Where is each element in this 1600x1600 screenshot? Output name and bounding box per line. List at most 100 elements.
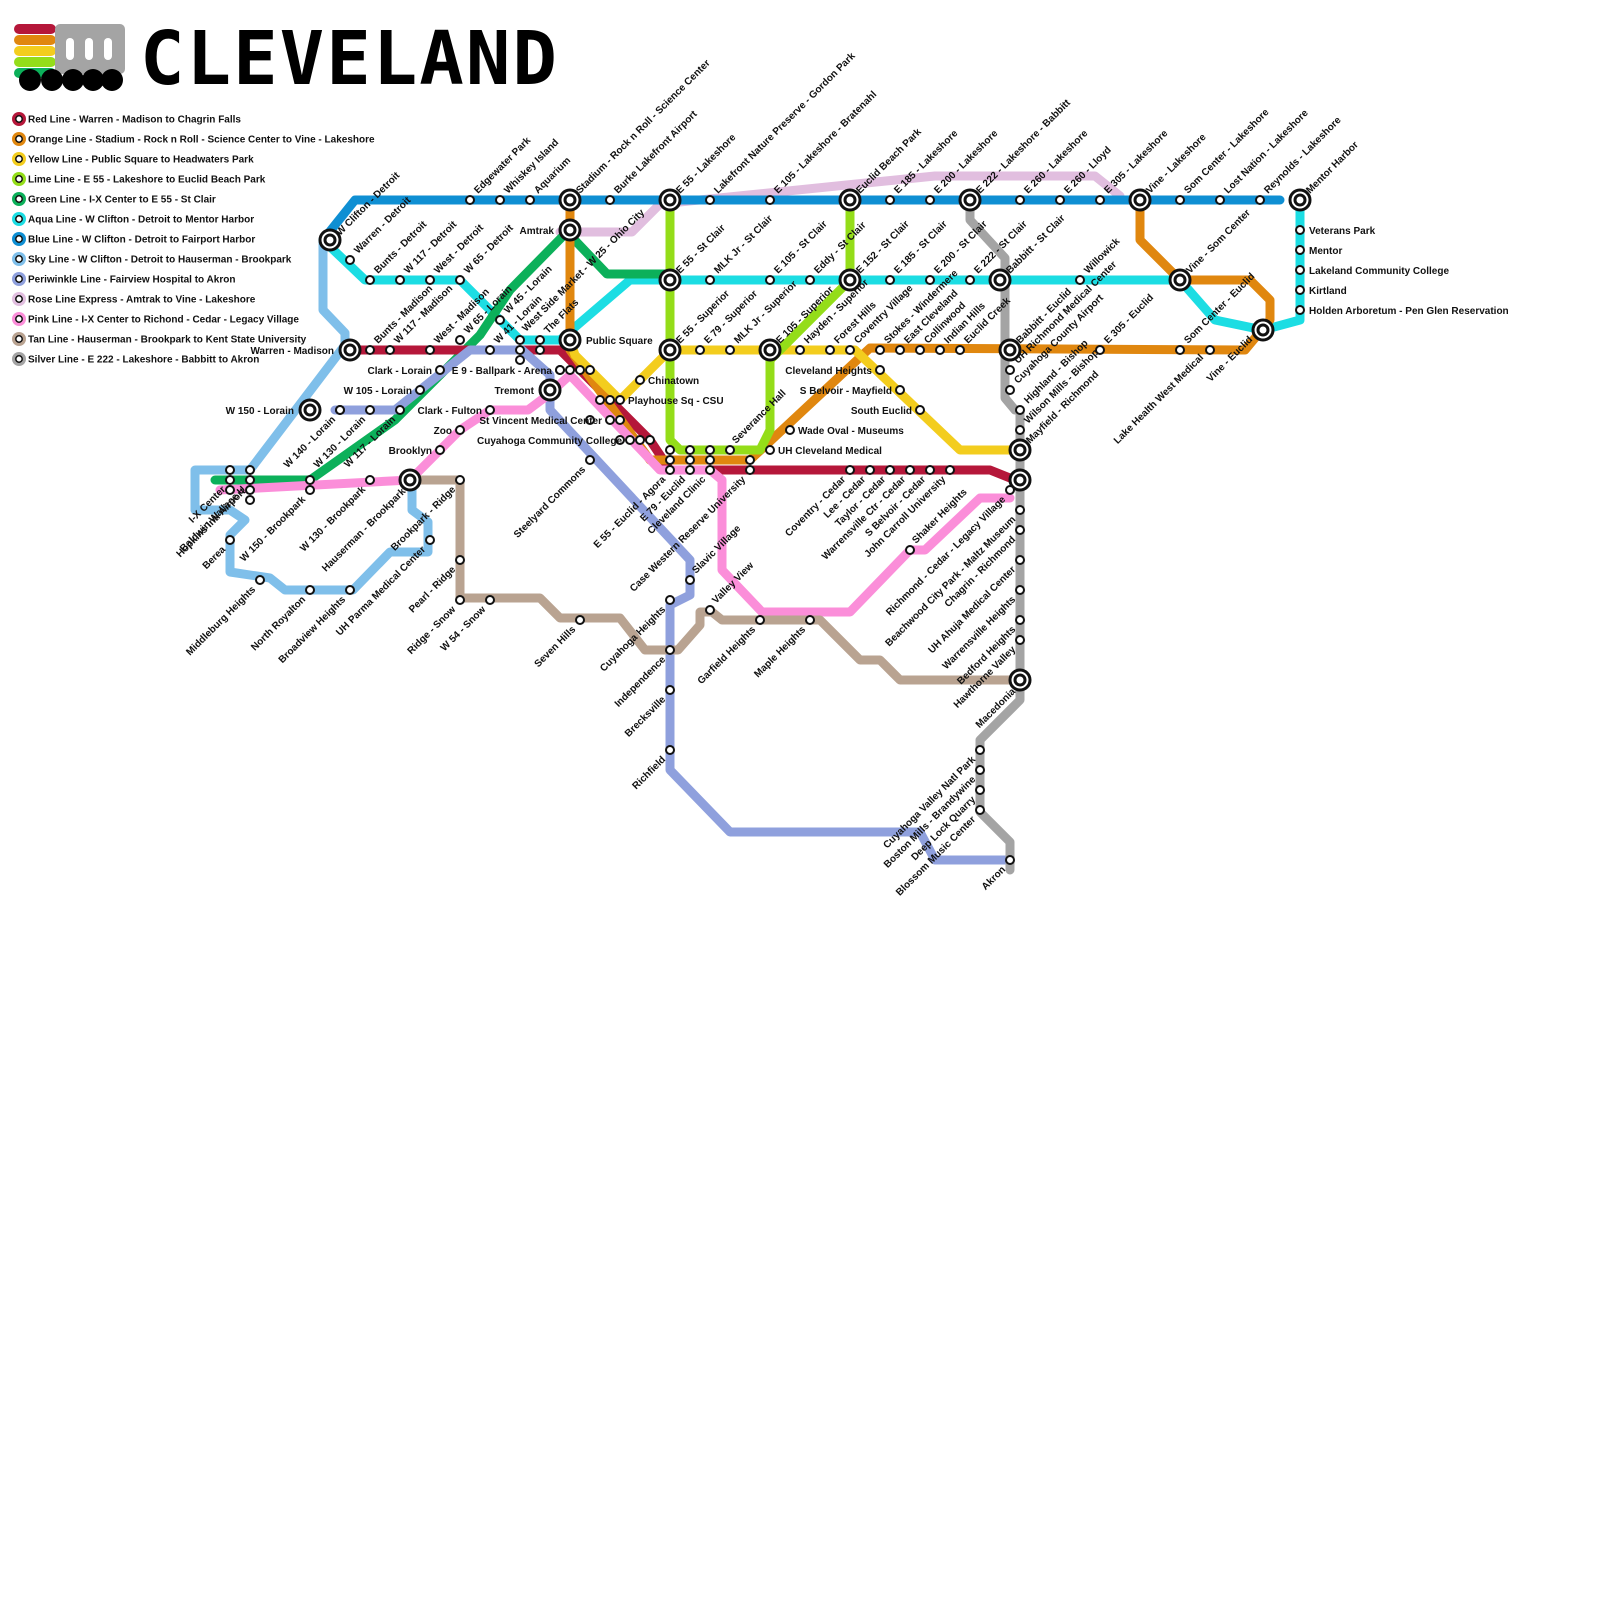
station-e-105-st-clair[interactable] [766, 276, 774, 284]
station-stop[interactable] [616, 416, 624, 424]
station-uh-richmond-medical-center[interactable] [1006, 366, 1014, 374]
station-clark-lorain[interactable] [436, 366, 444, 374]
station-indian-hills[interactable] [936, 346, 944, 354]
station-st-vincent-medical-center[interactable] [606, 416, 614, 424]
station-north-royalton[interactable] [306, 586, 314, 594]
station-zoo[interactable] [456, 426, 464, 434]
station-hub-mentor-harbor[interactable] [1290, 190, 1310, 210]
station-case-western-reserve-university[interactable] [746, 466, 754, 474]
station-clark-fulton[interactable] [486, 406, 494, 414]
station-hub-hauserman-brookpark[interactable] [400, 470, 420, 490]
station-warrensville-ctr-cedar[interactable] [906, 466, 914, 474]
station-aquarium[interactable] [526, 196, 534, 204]
station-w-117-madison[interactable] [386, 346, 394, 354]
station-s-belvoir-cedar[interactable] [926, 466, 934, 474]
station-lee-cedar[interactable] [866, 466, 874, 474]
station-mentor[interactable] [1296, 246, 1304, 254]
station-independence[interactable] [666, 646, 674, 654]
station-willowick[interactable] [1076, 276, 1084, 284]
station-stokes-windermere[interactable] [876, 346, 884, 354]
station-south-euclid[interactable] [916, 406, 924, 414]
station-edgewater-park[interactable] [466, 196, 474, 204]
station-stop[interactable] [536, 346, 544, 354]
station-e-305-lakeshore[interactable] [1096, 196, 1104, 204]
station-blossom-music-center[interactable] [976, 806, 984, 814]
station-hub-tremont[interactable] [540, 380, 560, 400]
station-coventry-village[interactable] [846, 346, 854, 354]
station-brooklyn[interactable] [436, 446, 444, 454]
station-som-center-euclid[interactable] [1176, 346, 1184, 354]
station-warrensville-heights[interactable] [1016, 586, 1024, 594]
station-hub-stadium-rock-n-roll-science-center[interactable] [560, 190, 580, 210]
station-w-130-brookpark[interactable] [366, 476, 374, 484]
station-eddy-st-clair[interactable] [806, 276, 814, 284]
station-boston-mills-brandywine[interactable] [976, 766, 984, 774]
station-stop[interactable] [516, 356, 524, 364]
station-hub-warren-madison[interactable] [340, 340, 360, 360]
station-w-41-lorain[interactable] [486, 346, 494, 354]
station-hayden-superior[interactable] [796, 346, 804, 354]
station-hub-mayfield-richmond[interactable] [1010, 440, 1030, 460]
station-e-55-euclid-agora[interactable] [666, 466, 674, 474]
station-valley-view[interactable] [706, 606, 714, 614]
station-hub-e-55-lakeshore[interactable] [660, 190, 680, 210]
station-maple-heights[interactable] [806, 616, 814, 624]
station-e-185-lakeshore[interactable] [886, 196, 894, 204]
station-bedford-heights[interactable] [1016, 616, 1024, 624]
station-playhouse-sq-csu[interactable] [616, 396, 624, 404]
station-e-79-superior[interactable] [696, 346, 704, 354]
station-hub-vine-som-center[interactable] [1170, 270, 1190, 290]
station-bunts-detroit[interactable] [366, 276, 374, 284]
station-stop[interactable] [636, 436, 644, 444]
station-steelyard-commons[interactable] [586, 456, 594, 464]
station-cleveland-clinic[interactable] [706, 466, 714, 474]
station-west-detroit[interactable] [426, 276, 434, 284]
station-baldwin-wallace-u[interactable] [246, 496, 254, 504]
station-w-117-detroit[interactable] [396, 276, 404, 284]
station-cuyahoga-heights[interactable] [666, 596, 674, 604]
station-forest-hills[interactable] [826, 346, 834, 354]
station-stop[interactable] [596, 396, 604, 404]
station-hub-e-105-superior[interactable] [760, 340, 780, 360]
station-stop[interactable] [226, 466, 234, 474]
station-beachwood-city-park-maltz-museum[interactable] [1016, 506, 1024, 514]
station-highland-bishop[interactable] [1016, 406, 1024, 414]
station-cleveland-heights[interactable] [876, 366, 884, 374]
station-lost-nation-lakeshore[interactable] [1216, 196, 1224, 204]
station-stop[interactable] [516, 346, 524, 354]
station-w-45-lorain[interactable] [496, 316, 504, 324]
station-stop[interactable] [586, 366, 594, 374]
station-hub-amtrak[interactable] [560, 220, 580, 240]
station-wade-oval-museums[interactable] [786, 426, 794, 434]
station-stop[interactable] [686, 446, 694, 454]
station-w-54-snow[interactable] [486, 596, 494, 604]
station-shaker-heights[interactable] [906, 546, 914, 554]
station-severance-hall[interactable] [726, 446, 734, 454]
station-collinwood[interactable] [916, 346, 924, 354]
station-e-260-lakeshore[interactable] [1016, 196, 1024, 204]
station-hub-public-square[interactable] [560, 330, 580, 350]
station-middleburg-heights[interactable] [256, 576, 264, 584]
station-w-130-lorain[interactable] [366, 406, 374, 414]
station-lakeland-community-college[interactable] [1296, 266, 1304, 274]
station-mlk-jr-superior[interactable] [726, 346, 734, 354]
station-coventry-cedar[interactable] [846, 466, 854, 474]
station-hub-e-222-lakeshore-babbitt[interactable] [960, 190, 980, 210]
station-hub-e-55-superior[interactable] [660, 340, 680, 360]
station-uh-cleveland-medical[interactable] [766, 446, 774, 454]
station-cuyahoga-valley-natl-park[interactable] [976, 746, 984, 754]
station-pearl-ridge[interactable] [456, 556, 464, 564]
station-stop[interactable] [576, 366, 584, 374]
station-stop[interactable] [606, 396, 614, 404]
station-stop[interactable] [666, 446, 674, 454]
station-hub-vine-lakeshore[interactable] [1130, 190, 1150, 210]
station-west-side-market-w-25-ohio-city[interactable] [516, 336, 524, 344]
station-stop[interactable] [666, 456, 674, 464]
station-hub-babbitt-st-clair[interactable] [990, 270, 1010, 290]
station-w-117-lorain[interactable] [396, 406, 404, 414]
station-broadview-heights[interactable] [346, 586, 354, 594]
station-lake-health-west-medical[interactable] [1206, 346, 1214, 354]
station-john-carroll-university[interactable] [946, 466, 954, 474]
station-stop[interactable] [686, 456, 694, 464]
station-e-260-lloyd[interactable] [1056, 196, 1064, 204]
